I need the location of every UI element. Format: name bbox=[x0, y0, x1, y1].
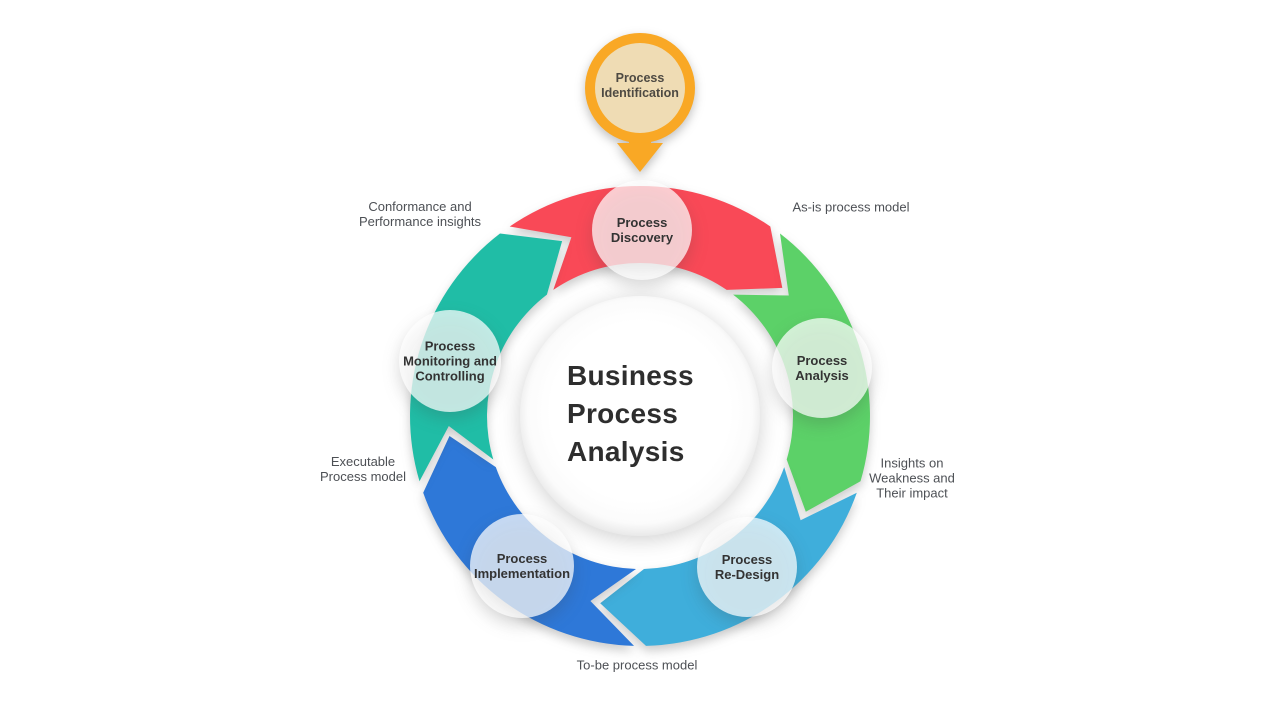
annotation-conformance-performance-insights: Conformance and Performance insights bbox=[358, 199, 482, 229]
node-circle-process-analysis bbox=[772, 318, 872, 418]
node-circle-process-implementation bbox=[470, 514, 574, 618]
node-circle-process-re-design bbox=[697, 517, 797, 617]
annotation-to-be-process-model: To-be process model bbox=[576, 657, 698, 673]
center-title: Business Process Analysis bbox=[567, 360, 694, 467]
annotation-as-is-process-model: As-is process model bbox=[792, 199, 910, 215]
node-label-process-monitoring: Process Monitoring and Controlling bbox=[403, 338, 497, 384]
node-label-process-discovery: Process Discovery bbox=[610, 215, 674, 245]
entry-node bbox=[585, 33, 695, 172]
node-label-process-re-design: Process Re-Design bbox=[714, 552, 780, 582]
entry-node-label: Process Identification bbox=[601, 71, 679, 100]
center-circle bbox=[520, 296, 760, 536]
annotation-insights-on-weakness: Insights on Weakness and Their impact bbox=[869, 455, 955, 501]
node-label-process-implementation: Process Implementation bbox=[473, 551, 571, 581]
node-circle-process-monitoring bbox=[399, 310, 501, 412]
entry-node-inner-circle bbox=[595, 43, 685, 133]
node-label-process-analysis: Process Analysis bbox=[795, 353, 849, 383]
node-circle-process-discovery bbox=[592, 180, 692, 280]
down-arrow-icon bbox=[617, 125, 663, 172]
annotation-executable-process-model: Executable Process model bbox=[320, 454, 406, 484]
